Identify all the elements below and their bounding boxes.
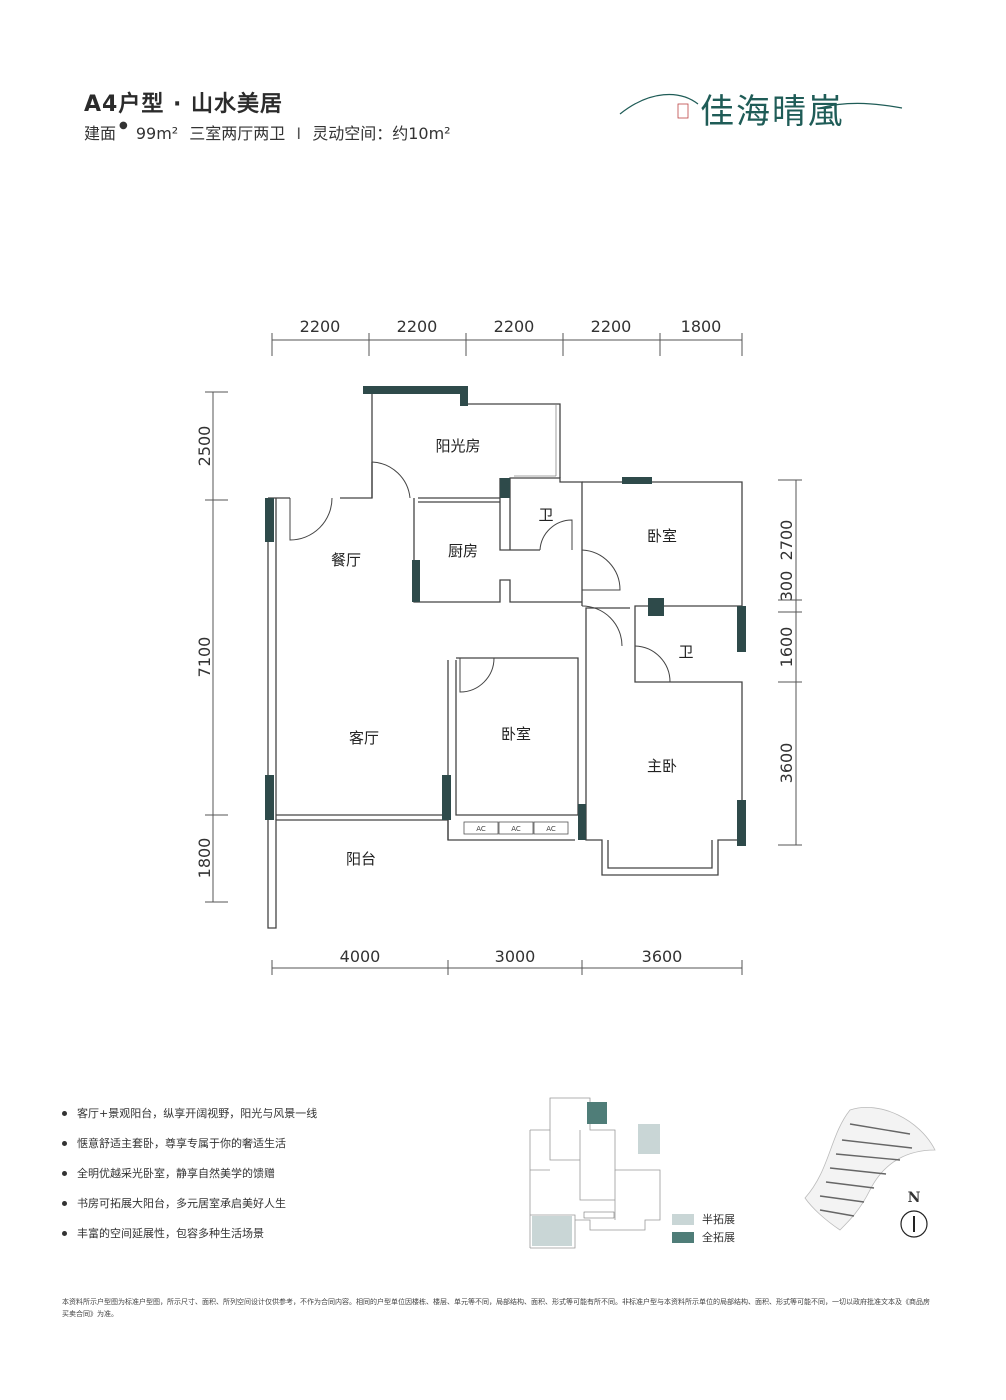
room-bath2: 卫 <box>678 643 693 661</box>
dim-right: 2700 <box>777 520 796 561</box>
ac-label: AC <box>546 825 556 833</box>
dim-top: 2200 <box>494 317 535 336</box>
room-balcony: 阳台 <box>346 850 376 868</box>
dim-left: 7100 <box>195 637 214 678</box>
plan-title: A4户型 · 山水美居 <box>84 92 284 117</box>
disclaimer: 本资料所示户型图为标准户型图，所示尺寸、面积、所列空间设计仅供参考，不作为合同内… <box>62 1298 930 1318</box>
dim-bottom: 4000 <box>340 947 381 966</box>
room-master: 主卧 <box>647 757 677 775</box>
legend: 半拓展 全拓展 <box>672 1210 735 1246</box>
dim-bottom: 3000 <box>495 947 536 966</box>
logo-swoosh <box>619 93 903 119</box>
compass-icon <box>900 1210 928 1238</box>
room-kitchen: 厨房 <box>448 542 478 560</box>
compass: N <box>896 1190 932 1250</box>
legend-swatch <box>672 1231 694 1243</box>
feature-item: 全明优越采光卧室，静享自然美学的馈赠 <box>62 1165 317 1195</box>
area-value: 99m² <box>135 124 179 143</box>
legend-item: 全拓展 <box>672 1228 735 1246</box>
room-living: 客厅 <box>349 729 379 747</box>
subtitle-separator: I <box>296 124 302 143</box>
flex-space-text: 灵动空间：约10m² <box>312 124 451 143</box>
ac-label: AC <box>476 825 486 833</box>
legend-item: 半拓展 <box>672 1210 735 1228</box>
site-plan-map <box>804 1107 936 1231</box>
dim-top: 2200 <box>300 317 341 336</box>
ac-label: AC <box>511 825 521 833</box>
dim-left: 2500 <box>195 426 214 467</box>
compass-label: N <box>907 1190 921 1206</box>
feature-list: 客厅+景观阳台，纵享开阔视野，阳光与风景一线 惬意舒适主套卧，尊享专属于你的奢适… <box>62 1105 317 1255</box>
plan-subtitle: 建面● 99m² 三室两厅两卫 I 灵动空间：约10m² <box>84 120 451 143</box>
dim-right: 1600 <box>777 627 796 668</box>
dim-top: 2200 <box>397 317 438 336</box>
room-bath1: 卫 <box>538 506 553 524</box>
layout-text: 三室两厅两卫 <box>189 124 286 143</box>
logo-text: 佳海晴嵐 <box>700 92 844 132</box>
room-sunroom: 阳光房 <box>435 437 480 455</box>
dim-right: 3600 <box>777 743 796 784</box>
dim-top: 1800 <box>681 317 722 336</box>
dim-top: 2200 <box>591 317 632 336</box>
feature-item: 惬意舒适主套卧，尊享专属于你的奢适生活 <box>62 1135 317 1165</box>
dim-bottom: 3600 <box>642 947 683 966</box>
area-label: 建面 <box>84 124 117 143</box>
feature-item: 书房可拓展大阳台，多元居室承启美好人生 <box>62 1195 317 1225</box>
feature-item: 丰富的空间延展性，包容多种生活场景 <box>62 1225 317 1255</box>
floor-plan: 阳光房 餐厅 厨房 卫 卧室 卫 客厅 卧室 主卧 阳台 AC AC AC 22… <box>195 317 802 975</box>
dim-right: 300 <box>777 571 796 602</box>
legend-swatch <box>672 1213 694 1225</box>
feature-item: 客厅+景观阳台，纵享开阔视野，阳光与风景一线 <box>62 1105 317 1135</box>
room-dining: 餐厅 <box>331 551 361 569</box>
room-bedroom2: 卧室 <box>501 725 531 743</box>
room-bedroom1: 卧室 <box>647 527 677 545</box>
dim-left: 1800 <box>195 838 214 879</box>
expansion-plan-thumbnail <box>529 1097 661 1249</box>
